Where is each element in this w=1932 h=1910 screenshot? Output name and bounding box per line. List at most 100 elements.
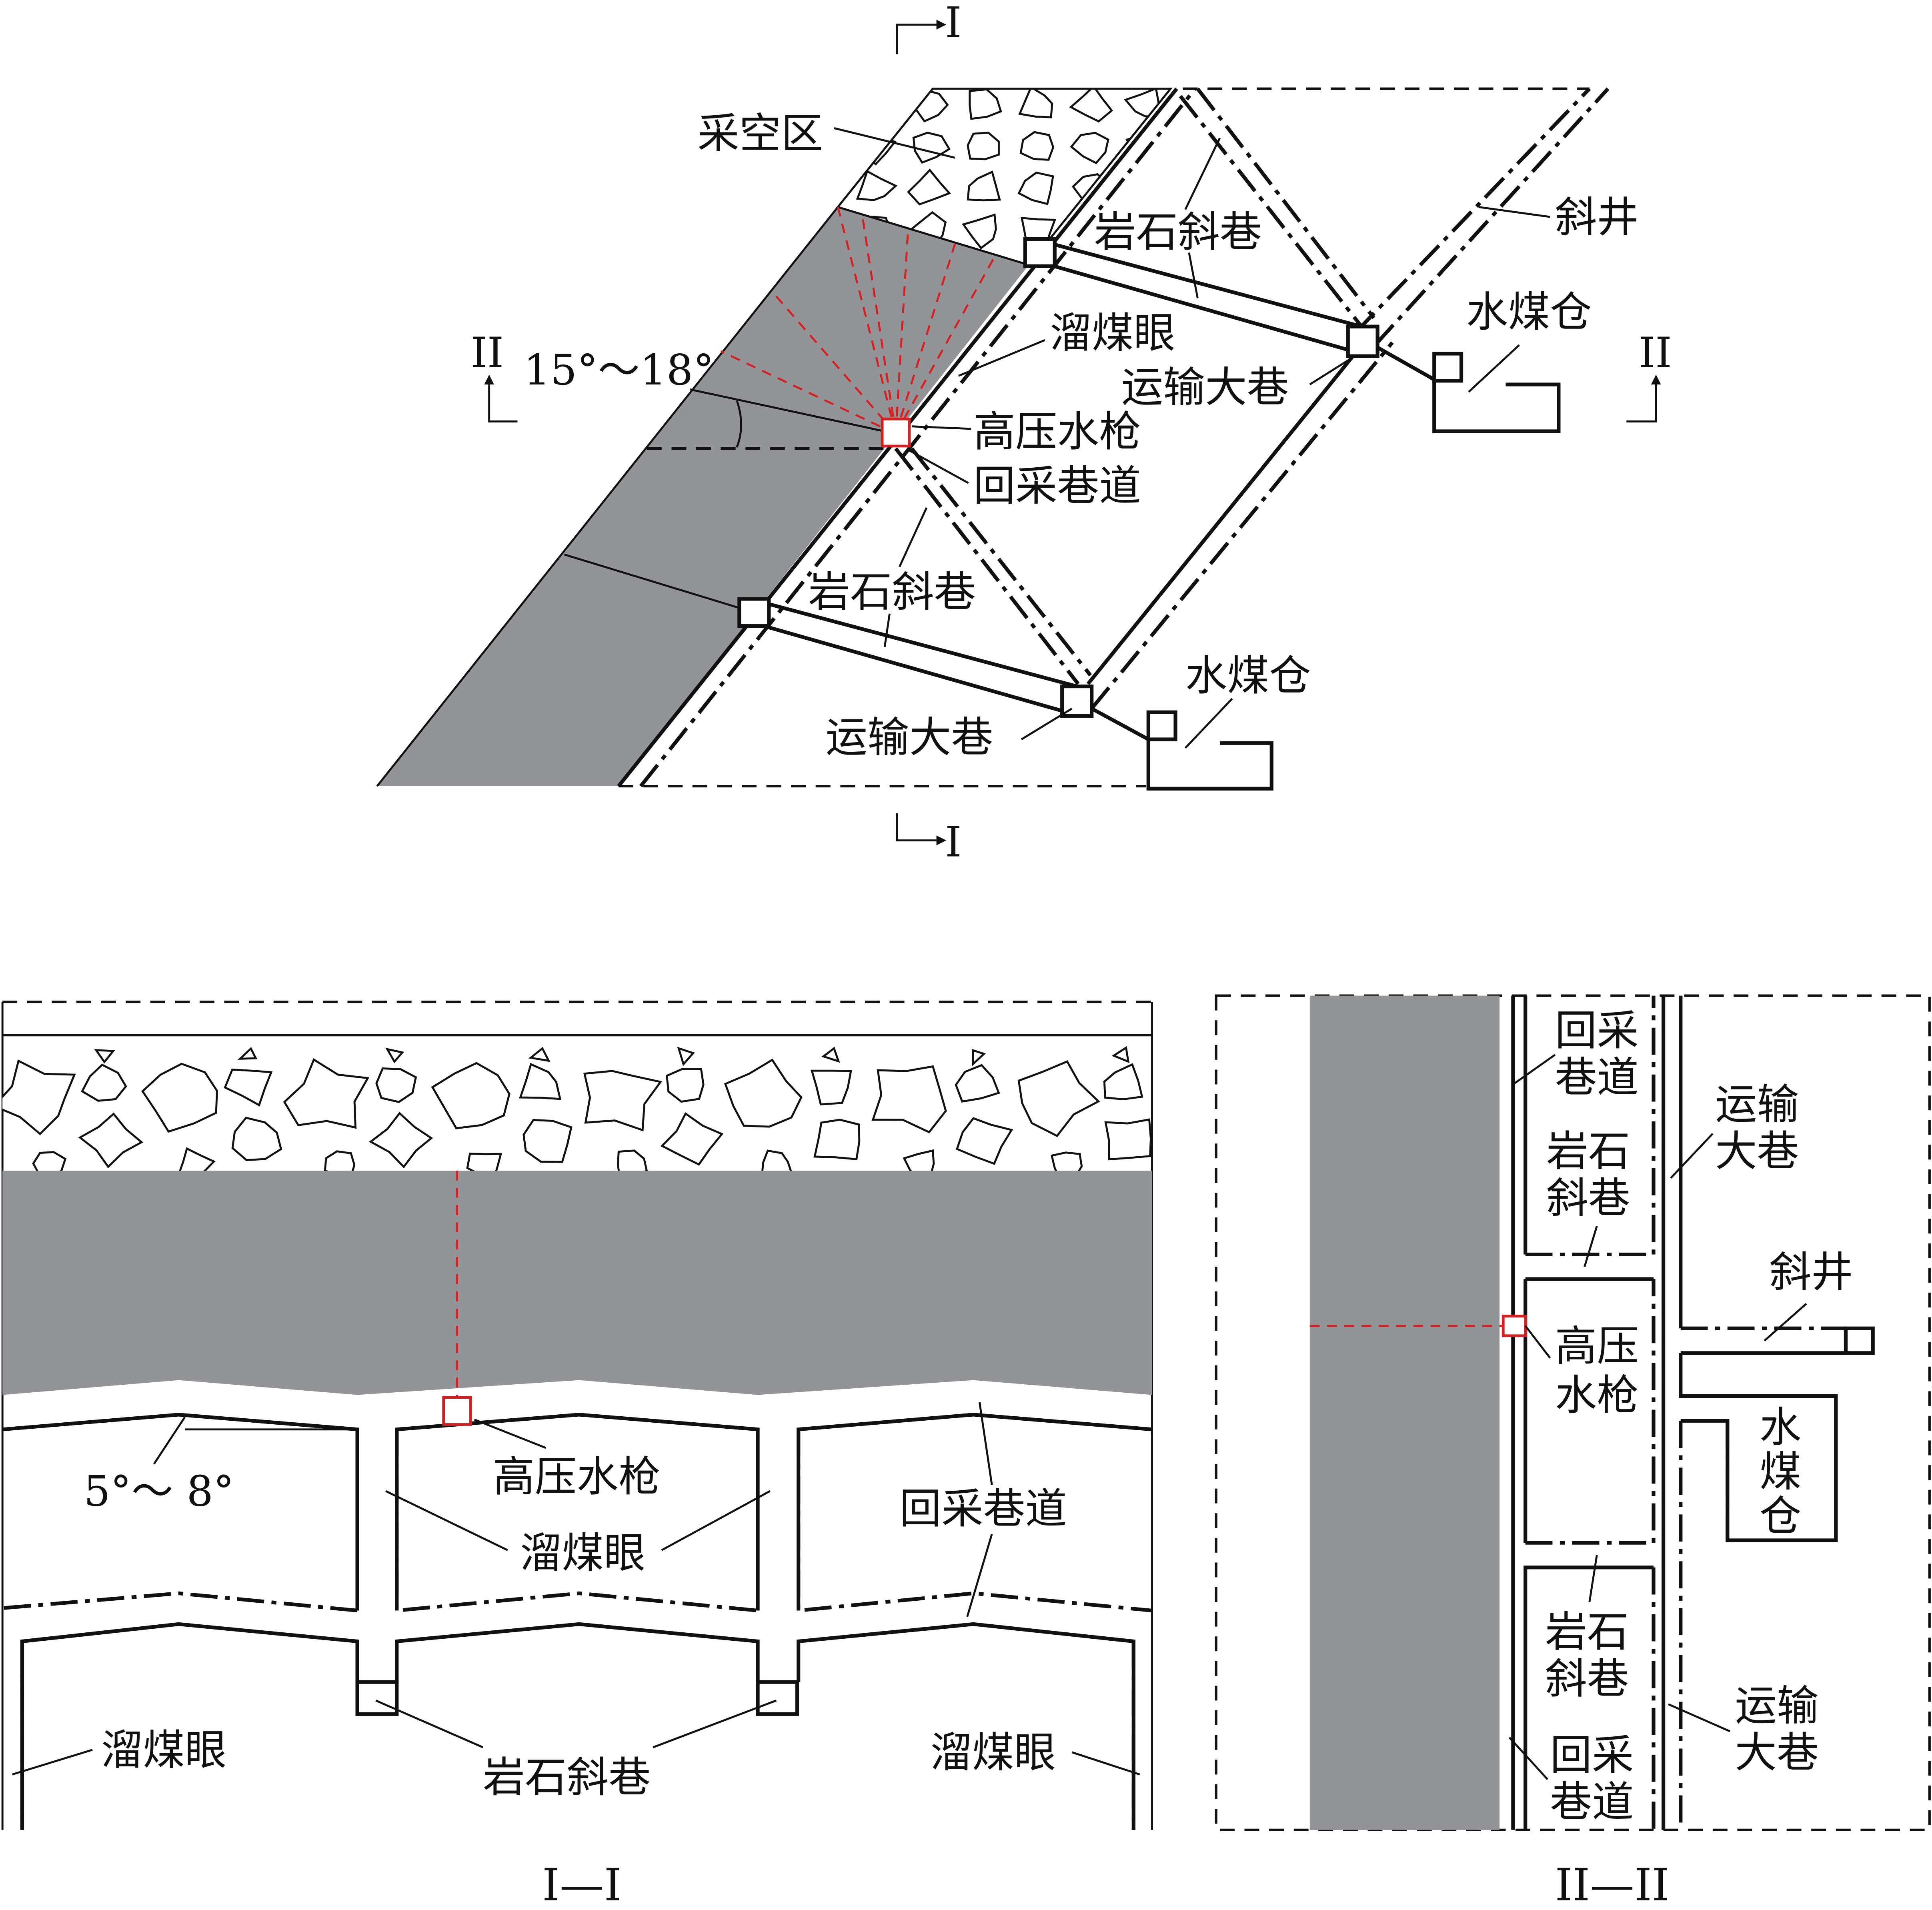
label-coal-chute-mid: 溜煤眼 bbox=[520, 1529, 646, 1578]
label-coal-chute-right: 溜煤眼 bbox=[930, 1728, 1056, 1777]
label-haulage-roadway-upper: 运输大巷 bbox=[1121, 363, 1289, 412]
label-mining-roadway: 回采巷道 bbox=[973, 461, 1141, 510]
rock-fragment bbox=[969, 88, 1002, 120]
rock-fragment bbox=[666, 1068, 705, 1103]
section-II-II: 回采巷道 岩石斜巷 运输大巷 斜井 高压水枪 水煤仓 岩石斜巷 回采巷道 运输大… bbox=[1215, 994, 1931, 1910]
rock-fragment bbox=[283, 1058, 370, 1129]
label-mining-roadway-top: 回采巷道 bbox=[1555, 1006, 1639, 1102]
label-haulage-roadway-lower: 运输大巷 bbox=[825, 713, 993, 762]
rock-fragment bbox=[2, 1059, 76, 1135]
label-water-gun-section: 高压水枪 bbox=[493, 1452, 661, 1501]
rock-fragment bbox=[761, 1149, 792, 1171]
label-inclined-shaft-section: 斜井 bbox=[1769, 1248, 1853, 1297]
rock-fragment bbox=[1017, 1060, 1100, 1137]
label-angle-section: 5°～ 8° bbox=[84, 1467, 234, 1516]
rock-fragment bbox=[94, 1049, 115, 1064]
rock-fragment bbox=[368, 1111, 433, 1169]
water-coal-bin-lower-icon bbox=[1146, 710, 1177, 741]
coal-seam-section bbox=[2, 1171, 1152, 1395]
rock-fragment bbox=[519, 1063, 562, 1100]
rock-fragment bbox=[1019, 131, 1055, 161]
rock-fragment bbox=[466, 1152, 503, 1171]
label-rock-incline-top: 岩石斜巷 bbox=[1546, 1127, 1630, 1223]
section-mark-I-top: I bbox=[945, 0, 961, 47]
rock-fragment bbox=[523, 1119, 573, 1163]
rock-fragment bbox=[141, 1063, 218, 1133]
rock-fragment bbox=[375, 1067, 417, 1103]
rock-fragment bbox=[1069, 88, 1113, 123]
rock-fragment bbox=[1018, 88, 1053, 118]
rock-fragment bbox=[962, 213, 997, 250]
rock-fragment bbox=[724, 1058, 803, 1128]
rock-fragment bbox=[385, 1047, 404, 1063]
rock-fragment bbox=[231, 1117, 282, 1161]
water-gun-marker bbox=[881, 417, 911, 448]
rock-fragment bbox=[1017, 171, 1054, 205]
rock-fragment bbox=[912, 132, 951, 164]
rock-fragment bbox=[855, 90, 893, 122]
label-haulage-roadway-top: 运输大巷 bbox=[1715, 1080, 1799, 1176]
rock-fragment bbox=[528, 1047, 551, 1062]
rock-fragment bbox=[32, 1151, 67, 1171]
rock-fragment bbox=[237, 1047, 258, 1060]
rock-fragment bbox=[967, 170, 1001, 202]
rock-fragment bbox=[1050, 1151, 1083, 1171]
rock-fragment bbox=[821, 1047, 840, 1063]
rock-fragment bbox=[81, 1063, 127, 1102]
label-mining-roadway-section: 回采巷道 bbox=[899, 1484, 1067, 1533]
label-mining-roadway-bottom: 回采巷道 bbox=[1550, 1731, 1634, 1826]
label-haulage-roadway-bottom: 运输大巷 bbox=[1735, 1682, 1818, 1777]
rock-fragment bbox=[907, 168, 951, 206]
rock-fragment bbox=[324, 1150, 356, 1171]
coal-seam-section-II bbox=[1309, 995, 1500, 1830]
label-water-coal-bin-section: 水煤仓 bbox=[1760, 1403, 1802, 1541]
label-water-coal-bin-upper: 水煤仓 bbox=[1466, 288, 1592, 336]
label-water-coal-bin-lower: 水煤仓 bbox=[1185, 651, 1311, 700]
caption-section-I: I—I bbox=[542, 1859, 621, 1910]
rock-fragment bbox=[224, 1068, 273, 1107]
rock-fragment bbox=[813, 1119, 861, 1161]
section-mark-I-bottom: I bbox=[945, 818, 961, 867]
label-rock-incline-upper: 岩石斜巷 bbox=[1094, 208, 1262, 256]
coal-seam bbox=[377, 207, 1029, 787]
rock-fragment bbox=[1111, 1046, 1130, 1063]
section-mark-II-left: II bbox=[470, 328, 504, 377]
rock-fragment bbox=[955, 1117, 1013, 1165]
rock-fragment bbox=[617, 1149, 648, 1171]
rock-fragment bbox=[78, 1112, 144, 1169]
rock-fragment bbox=[431, 1062, 511, 1129]
plan-view: I I II II 采空区 岩石斜巷 斜井 水煤仓 溜煤眼 运输大巷 15°～1… bbox=[376, 0, 1672, 867]
label-inclined-shaft: 斜井 bbox=[1555, 193, 1639, 242]
rock-fragment bbox=[1129, 173, 1165, 206]
rock-fragment bbox=[810, 1069, 852, 1105]
rock-fragment bbox=[967, 132, 1000, 160]
label-coal-chute-left: 溜煤眼 bbox=[101, 1726, 227, 1775]
rock-fragment bbox=[1104, 1118, 1152, 1161]
rock-fragment bbox=[179, 1147, 216, 1171]
rock-fragment bbox=[971, 1049, 986, 1066]
caption-section-II: II—II bbox=[1555, 1859, 1670, 1910]
section-I-I: 5°～ 8° 高压水枪 溜煤眼 回采巷道 溜煤眼 岩石斜巷 溜煤眼 I—I bbox=[1, 1000, 1153, 1910]
label-goaf: 采空区 bbox=[697, 109, 823, 158]
label-angle: 15°～18° bbox=[524, 346, 714, 394]
water-jet-fan bbox=[720, 206, 997, 435]
water-coal-bin-upper-icon bbox=[1432, 352, 1464, 383]
label-rock-incline-section: 岩石斜巷 bbox=[483, 1753, 651, 1802]
goaf-rocks-section bbox=[2, 1046, 1152, 1171]
rock-fragment bbox=[856, 170, 898, 201]
rock-fragment bbox=[583, 1070, 663, 1132]
section-mark-II-right: II bbox=[1639, 328, 1672, 377]
rock-fragment bbox=[903, 1149, 935, 1171]
water-gun-marker-section-II bbox=[1502, 1315, 1527, 1337]
rock-fragment bbox=[677, 1047, 695, 1066]
rock-fragment bbox=[1070, 132, 1109, 164]
rock-fragment bbox=[660, 1112, 724, 1166]
rock-fragment bbox=[1103, 1063, 1143, 1101]
water-gun-marker-section bbox=[442, 1396, 472, 1426]
rock-fragment bbox=[955, 1064, 1000, 1103]
label-coal-chute: 溜煤眼 bbox=[1050, 309, 1175, 358]
label-water-gun-section-II: 高压水枪 bbox=[1555, 1321, 1639, 1419]
rock-fragment bbox=[871, 1065, 947, 1133]
